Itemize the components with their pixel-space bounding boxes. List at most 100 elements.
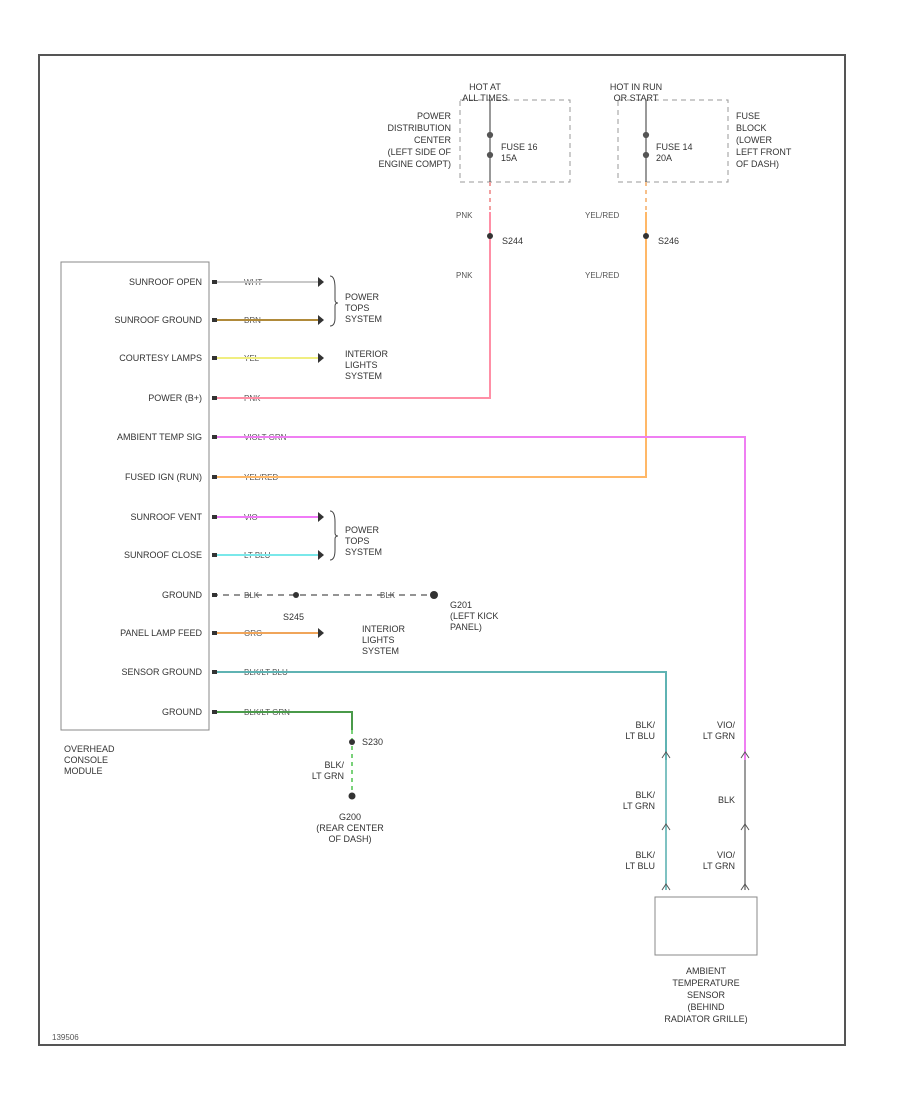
ambient-temp-sensor-label: (BEHIND (687, 1002, 725, 1012)
wire-color-label: YEL/RED (585, 271, 619, 280)
module-pin-terminals (212, 280, 217, 714)
module-pin-label: POWER (B+) (148, 393, 202, 403)
hot-in-run-label: HOT IN RUN (610, 82, 662, 92)
power-tops-system-label: TOPS (345, 536, 369, 546)
wire-color-label: YEL/RED (585, 211, 619, 220)
wire-color-label: BLK/ (324, 760, 344, 770)
module-name-line: CONSOLE (64, 755, 108, 765)
module-pin-label: SUNROOF CLOSE (124, 550, 202, 560)
wire-color-label: BLK (380, 591, 396, 600)
fuse-block-location-label: LEFT FRONT (736, 147, 792, 157)
connector-arrows (318, 277, 324, 638)
splice-s246 (643, 233, 649, 239)
power-distribution-center-label: ENGINE COMPT) (378, 159, 451, 169)
wire-color-label: PNK (456, 211, 473, 220)
power-tops-system-label: POWER (345, 525, 380, 535)
power-distribution-center-label: CENTER (414, 135, 452, 145)
pin-terminal (212, 593, 217, 597)
ambient-temp-sensor-label: TEMPERATURE (672, 978, 739, 988)
fuse-16-label: 15A (501, 153, 517, 163)
pin-terminal (212, 553, 217, 557)
pin-terminal (212, 670, 217, 674)
interior-lights-system-label: INTERIOR (345, 349, 389, 359)
splice-label: S245 (283, 612, 304, 622)
stub-wires (212, 281, 432, 793)
power-tops-system-label: TOPS (345, 303, 369, 313)
pin-terminal (212, 396, 217, 400)
ambient-temp-sensor-box (654, 896, 758, 956)
sensor-wire-label: LT GRN (703, 861, 735, 871)
pin-terminal (212, 475, 217, 479)
fuse-block-location-label: OF DASH) (736, 159, 779, 169)
ground-g200-label: OF DASH) (328, 834, 371, 844)
module-pin-label: PANEL LAMP FEED (120, 628, 202, 638)
power-tops-system-label: SYSTEM (345, 547, 382, 557)
overhead-console-module-box (60, 261, 210, 731)
power-tops-system-label: SYSTEM (345, 314, 382, 324)
interior-lights-system-label: LIGHTS (345, 360, 378, 370)
sensor-wire-label: BLK/ (635, 720, 655, 730)
sensor-wire-label: VIO/ (717, 720, 736, 730)
module-pin-label: SUNROOF GROUND (115, 315, 203, 325)
ground-g200-label: (REAR CENTER (316, 823, 384, 833)
ground-points (293, 591, 438, 800)
interior-lights-system-label: LIGHTS (362, 635, 395, 645)
hot-at-all-times-label: HOT AT (469, 82, 501, 92)
interior-lights-system-label: SYSTEM (345, 371, 382, 381)
power-distribution-center-label: DISTRIBUTION (387, 123, 451, 133)
splice-label: S246 (658, 236, 679, 246)
splice-label: S230 (362, 737, 383, 747)
module-pin-label: SENSOR GROUND (121, 667, 202, 677)
wire-color-label: PNK (456, 271, 473, 280)
pin-terminal (212, 356, 217, 360)
sensor-connectors (661, 751, 750, 891)
module-name-line: MODULE (64, 766, 103, 776)
sensor-wire-label: BLK/ (635, 790, 655, 800)
sensor-wire-label: LT GRN (703, 731, 735, 741)
module-pin-label: SUNROOF OPEN (129, 277, 202, 287)
wire-color-label: LT GRN (312, 771, 344, 781)
pin-terminal (212, 280, 217, 284)
power-distribution-center-label: (LEFT SIDE OF (388, 147, 452, 157)
fuse-box-power-distribution (459, 99, 571, 183)
power-tops-system-label: POWER (345, 292, 380, 302)
sensor-wire-label: LT BLU (625, 731, 655, 741)
fuse-14-label: 20A (656, 153, 672, 163)
fuse-block-location-label: (LOWER (736, 135, 773, 145)
ambient-temp-sensor-label: RADIATOR GRILLE) (664, 1014, 747, 1024)
pin-terminal (212, 318, 217, 322)
wire-ambient-temp-sig (212, 436, 746, 760)
diagram-frame (38, 54, 846, 1046)
diagram-code: 139506 (52, 1033, 79, 1042)
pin-terminal (212, 515, 217, 519)
interior-lights-system-label: SYSTEM (362, 646, 399, 656)
module-pin-label: SUNROOF VENT (130, 512, 202, 522)
module-pin-label: FUSED IGN (RUN) (125, 472, 202, 482)
fuse-block-location-label: BLOCK (736, 123, 767, 133)
fuse-box-fuse-block (617, 99, 729, 183)
fuse-symbols (486, 100, 650, 182)
pin-terminal (212, 631, 217, 635)
fuse-14-label: FUSE 14 (656, 142, 693, 152)
hot-in-run-label: OR START (614, 93, 659, 103)
ground-g201-label: PANEL) (450, 622, 482, 632)
ambient-temp-sensor-label: AMBIENT (686, 966, 727, 976)
pin-terminal (212, 710, 217, 714)
wire-pnk-power (212, 182, 491, 399)
ground-g201-label: (LEFT KICK (450, 611, 498, 621)
power-distribution-center-label: POWER (417, 111, 452, 121)
misc-labels: POWERTOPSSYSTEMINTERIORLIGHTSSYSTEMPOWER… (52, 292, 748, 1042)
wire-color-label: BLK (244, 591, 260, 600)
sensor-wire-label: VIO/ (717, 850, 736, 860)
ground-g200-label: G200 (339, 812, 361, 822)
module-pin-label: GROUND (162, 590, 202, 600)
system-brackets (329, 275, 339, 561)
sensor-wire-label: BLK (718, 795, 735, 805)
splice-s244 (487, 233, 493, 239)
module-pin-label: GROUND (162, 707, 202, 717)
module-pin-label: COURTESY LAMPS (119, 353, 202, 363)
